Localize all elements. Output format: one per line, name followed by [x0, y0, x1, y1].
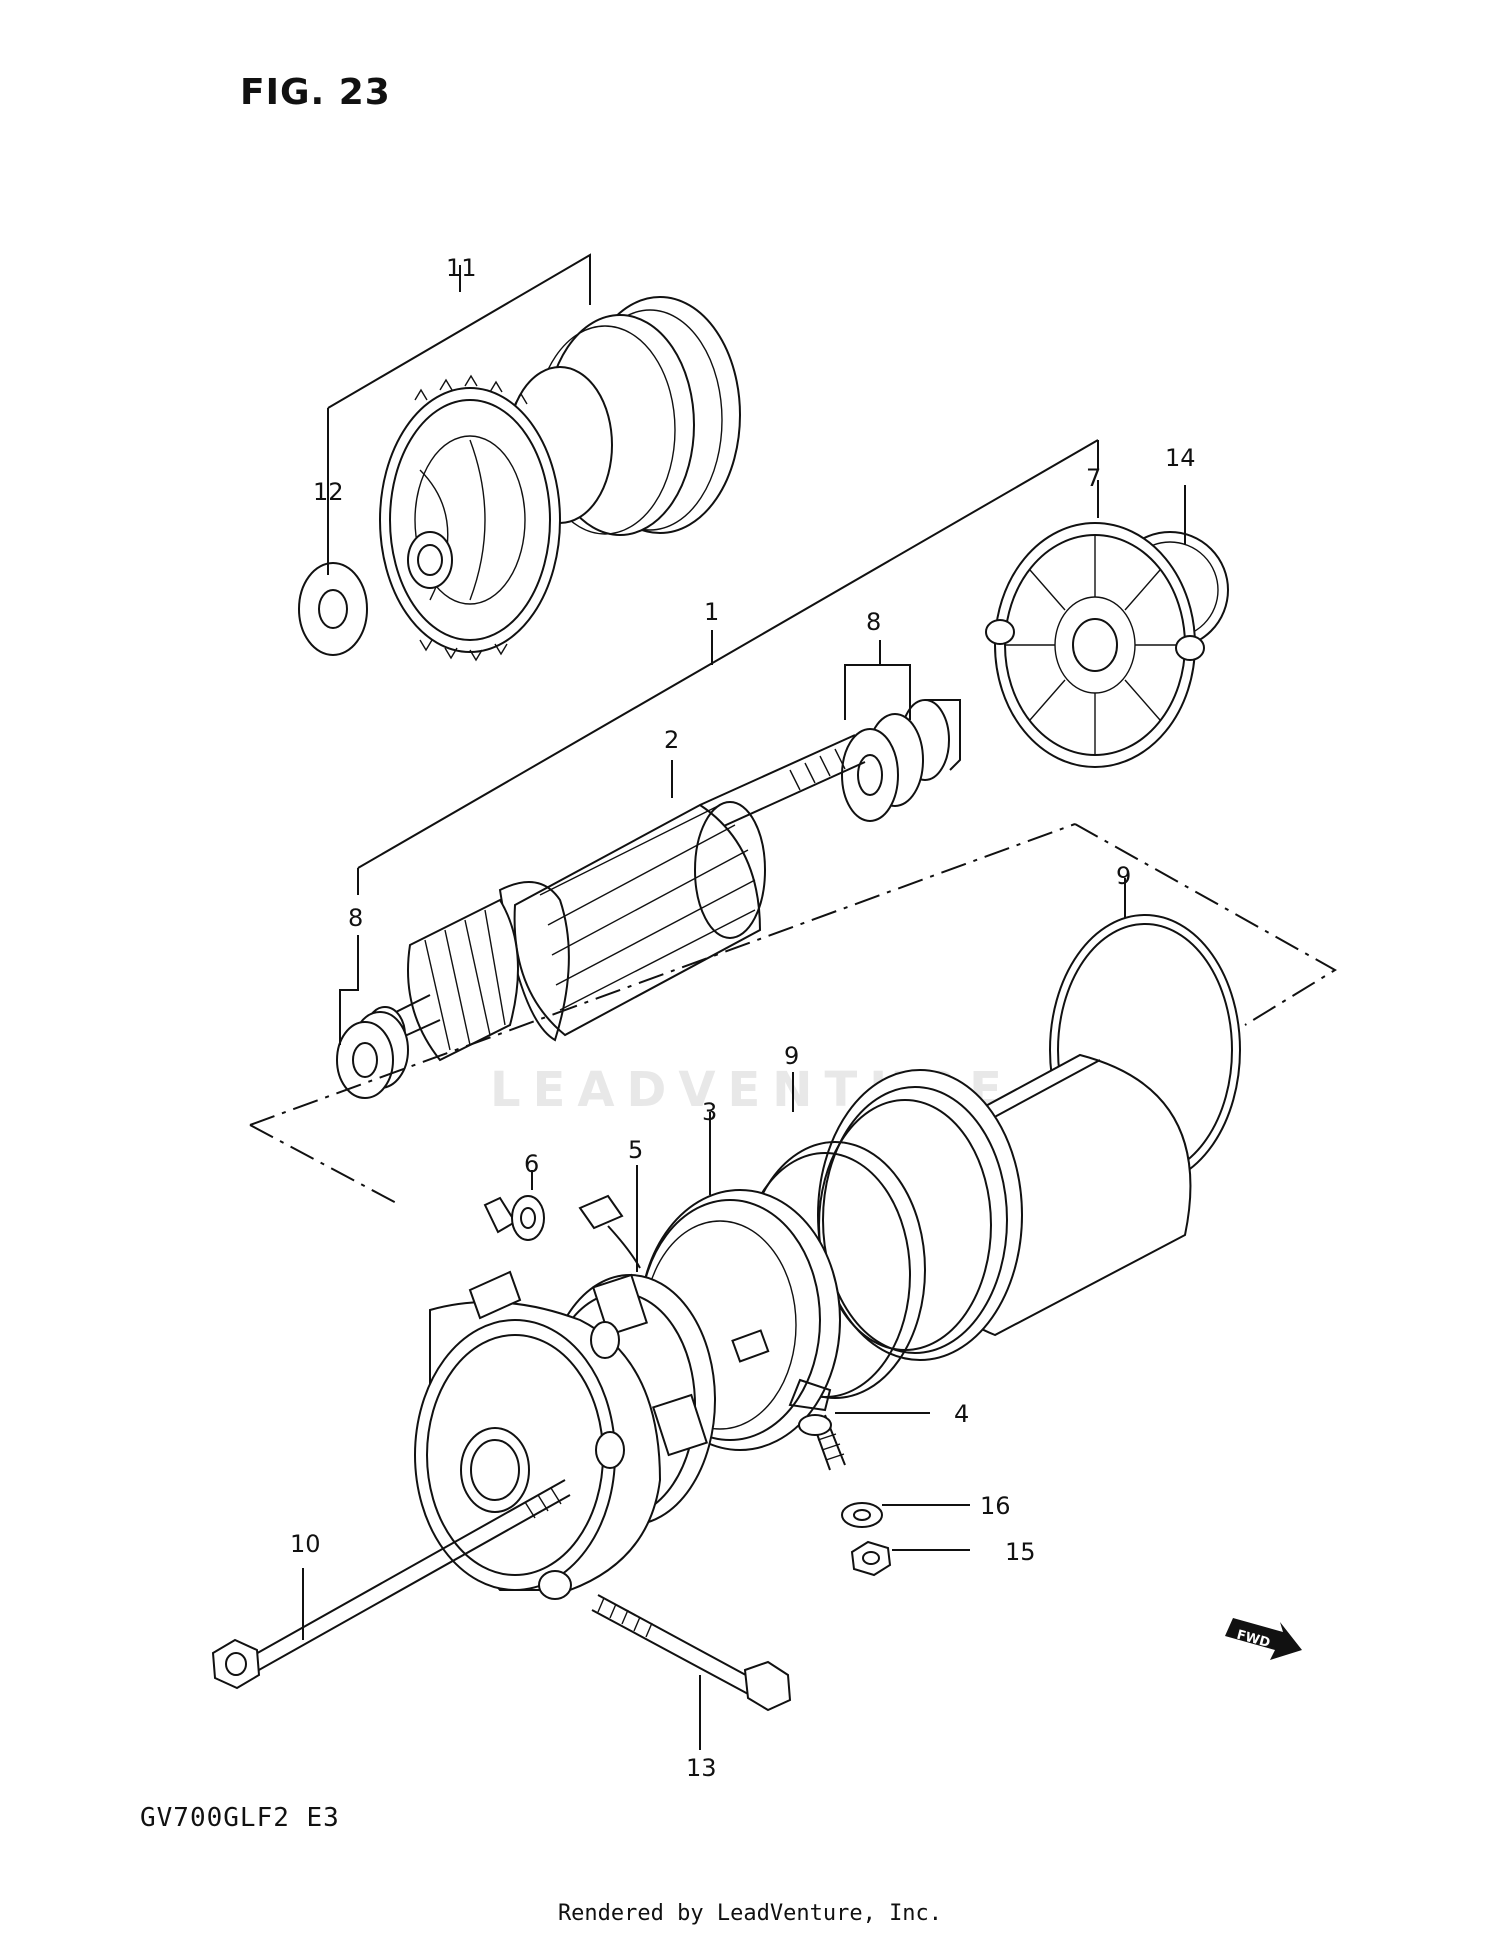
- callout-7: 7: [1086, 464, 1101, 492]
- brush[interactable]: [578, 1194, 641, 1269]
- end-cover[interactable]: [985, 522, 1229, 768]
- callout-13: 13: [686, 1754, 717, 1782]
- callout-3: 3: [702, 1098, 717, 1126]
- mounting-bolt[interactable]: [591, 1594, 792, 1712]
- callout-6: 6: [524, 1150, 539, 1178]
- front-cover[interactable]: [414, 1270, 662, 1600]
- callout-9-yoke: 9: [1116, 862, 1131, 890]
- callout-15: 15: [1005, 1538, 1036, 1566]
- callout-2: 2: [664, 726, 679, 754]
- bearing-left[interactable]: [336, 1011, 409, 1099]
- callout-9-o-ring: 9: [784, 1042, 799, 1070]
- terminal-washer[interactable]: [841, 1502, 883, 1528]
- callout-16: 16: [980, 1492, 1011, 1520]
- callout-10: 10: [290, 1530, 321, 1558]
- terminal-nut[interactable]: [850, 1540, 892, 1577]
- callout-4: 4: [954, 1400, 969, 1428]
- callout-5: 5: [628, 1136, 643, 1164]
- callout-14: 14: [1165, 444, 1196, 472]
- bearing-right[interactable]: [841, 699, 961, 822]
- armature[interactable]: [364, 734, 866, 1064]
- forward-direction-badge: FWD: [1225, 1618, 1302, 1660]
- brush-spring[interactable]: [483, 1195, 545, 1241]
- figure-title: FIG. 23: [240, 72, 391, 113]
- callout-11: 11: [446, 254, 477, 282]
- washer[interactable]: [298, 562, 368, 656]
- model-code: GV700GLF2 E3: [140, 1803, 340, 1833]
- starter-clutch-assembly[interactable]: [379, 296, 741, 662]
- yoke-housing[interactable]: [817, 914, 1241, 1361]
- callout-1: 1: [704, 598, 719, 626]
- callout-8-right: 8: [866, 608, 881, 636]
- footer-credit: Rendered by LeadVenture, Inc.: [557, 1901, 943, 1926]
- callout-12: 12: [313, 478, 344, 506]
- terminal-bolt[interactable]: [798, 1414, 846, 1471]
- callout-8-left: 8: [348, 904, 363, 932]
- through-bolt[interactable]: [211, 1479, 571, 1690]
